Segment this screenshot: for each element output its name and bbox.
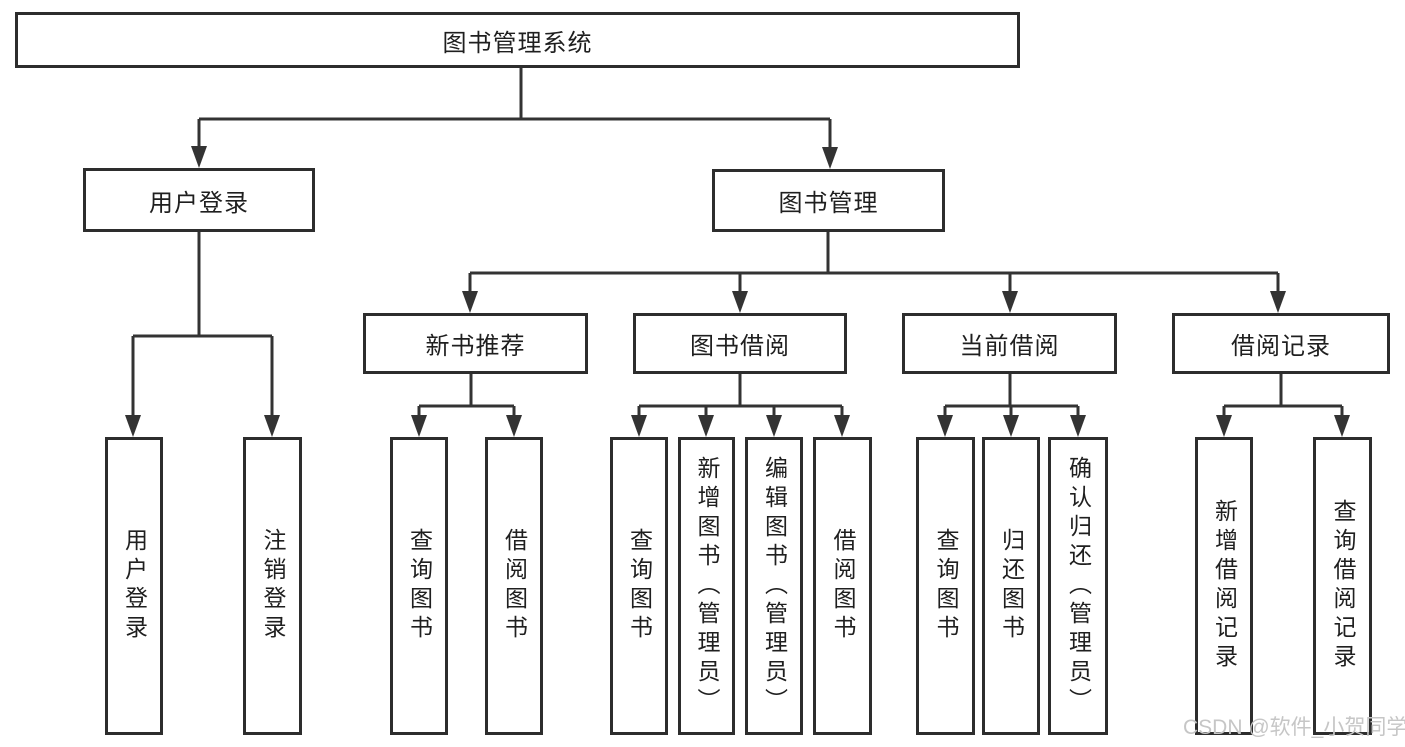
- leaf-recommend-borrow-books: 借阅图书: [485, 437, 543, 735]
- leaf-add-borrow-record: 新增借阅记录: [1195, 437, 1253, 735]
- arrowhead: [1216, 415, 1232, 437]
- arrowhead: [732, 291, 748, 313]
- leaf-edit-book-admin: 编辑图书（管理员）: [745, 437, 803, 735]
- leaf-user-login-label: 用户登录: [121, 528, 148, 644]
- node-current-borrow: 当前借阅: [902, 313, 1117, 374]
- node-book-management-label: 图书管理: [778, 190, 879, 217]
- leaf-current-query-books-label: 查询图书: [933, 528, 959, 644]
- arrowhead: [834, 415, 850, 437]
- node-borrow-records-label: 借阅记录: [1231, 333, 1331, 360]
- arrowhead: [822, 147, 838, 169]
- leaf-edit-book-admin-label: 编辑图书（管理员）: [761, 455, 788, 717]
- arrowhead: [698, 415, 714, 437]
- node-book-management: 图书管理: [712, 169, 945, 232]
- node-book-borrow: 图书借阅: [633, 313, 847, 374]
- leaf-return-book-label: 归还图书: [998, 528, 1025, 644]
- leaf-recommend-borrow-books-label: 借阅图书: [501, 528, 528, 644]
- leaf-borrow-books-label: 借阅图书: [830, 528, 856, 644]
- leaf-recommend-query-books: 查询图书: [390, 437, 448, 735]
- arrowhead: [462, 291, 478, 313]
- leaf-borrow-query-books: 查询图书: [610, 437, 668, 735]
- leaf-return-book: 归还图书: [982, 437, 1040, 735]
- leaf-logout-label: 注销登录: [260, 528, 286, 644]
- leaf-confirm-return-admin-label: 确认归还（管理员）: [1065, 455, 1092, 717]
- arrowhead: [264, 415, 280, 437]
- leaf-logout: 注销登录: [243, 437, 302, 735]
- node-current-borrow-label: 当前借阅: [959, 333, 1060, 360]
- leaf-confirm-return-admin: 确认归还（管理员）: [1048, 437, 1108, 735]
- arrowheads: [125, 146, 1350, 437]
- leaf-add-book-admin: 新增图书（管理员）: [678, 437, 735, 735]
- leaf-user-login: 用户登录: [105, 437, 163, 735]
- leaf-current-query-books: 查询图书: [916, 437, 975, 735]
- arrowhead: [191, 146, 207, 168]
- node-new-book-recommend: 新书推荐: [363, 313, 588, 374]
- arrowhead: [1003, 415, 1019, 437]
- leaf-add-book-admin-label: 新增图书（管理员）: [694, 455, 720, 717]
- leaf-recommend-query-books-label: 查询图书: [406, 528, 433, 644]
- arrowhead: [631, 415, 647, 437]
- node-borrow-records: 借阅记录: [1172, 313, 1390, 374]
- arrowhead: [1334, 415, 1350, 437]
- node-root: 图书管理系统: [15, 12, 1020, 68]
- node-user-login-label: 用户登录: [149, 189, 249, 217]
- node-root-label: 图书管理系统: [442, 29, 593, 57]
- leaf-query-borrow-record: 查询借阅记录: [1313, 437, 1372, 735]
- leaf-borrow-query-books-label: 查询图书: [626, 528, 653, 644]
- leaf-query-borrow-record-label: 查询借阅记录: [1330, 499, 1356, 673]
- leaf-borrow-books: 借阅图书: [813, 437, 872, 735]
- arrowhead: [1002, 291, 1018, 313]
- arrowhead: [937, 415, 953, 437]
- arrowhead: [506, 415, 522, 437]
- arrowhead: [125, 415, 141, 437]
- arrowhead: [411, 415, 427, 437]
- leaf-add-borrow-record-label: 新增借阅记录: [1211, 499, 1238, 673]
- node-book-borrow-label: 图书借阅: [690, 333, 790, 360]
- arrowhead: [1270, 291, 1286, 313]
- arrowhead: [1070, 415, 1086, 437]
- node-new-book-recommend-label: 新书推荐: [425, 333, 526, 360]
- csdn-watermark: CSDN @软件_小贺同学: [1183, 716, 1405, 739]
- node-user-login: 用户登录: [83, 168, 315, 232]
- arrowhead: [766, 415, 782, 437]
- connector-lines: [131, 68, 1344, 420]
